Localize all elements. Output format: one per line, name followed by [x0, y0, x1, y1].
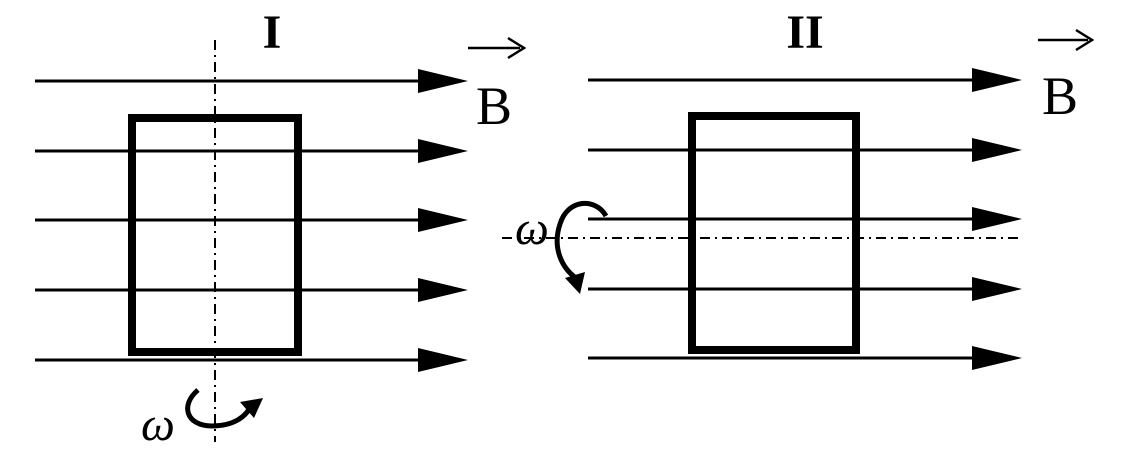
field-arrowhead [418, 278, 468, 302]
figure-II: II B ω [502, 6, 1095, 370]
figure-I-label: I [263, 6, 282, 59]
field-arrowhead [972, 207, 1022, 231]
figure-I-field-lines [35, 69, 468, 372]
figure-II-b-vector-label: B [1038, 28, 1095, 126]
figure-II-rotation-arrow [554, 200, 609, 294]
field-arrowhead [972, 138, 1022, 162]
field-arrowhead [418, 69, 468, 93]
field-arrowhead [418, 208, 468, 232]
figure-II-loop [688, 112, 860, 354]
vector-arrowhead-over-b [1075, 28, 1095, 52]
figure-II-omega-label: ω [515, 202, 549, 255]
figure-I-b-vector-label: B [468, 36, 527, 136]
field-arrowhead [972, 346, 1022, 370]
field-arrowhead [418, 139, 468, 163]
field-arrowhead [972, 277, 1022, 301]
vector-arrowhead-over-b [507, 36, 527, 60]
figure-II-field-lines [588, 68, 1022, 370]
figure-I-rotation-arrow [185, 388, 263, 429]
figure-I-omega-label: ω [141, 398, 175, 451]
figure-II-label: II [786, 6, 823, 59]
figure-II-b-label: B [1042, 66, 1078, 126]
field-arrowhead [418, 348, 468, 372]
figure-I-b-label: B [476, 76, 512, 136]
field-arrowhead [972, 68, 1022, 92]
figure-I: I B ω [35, 6, 527, 451]
